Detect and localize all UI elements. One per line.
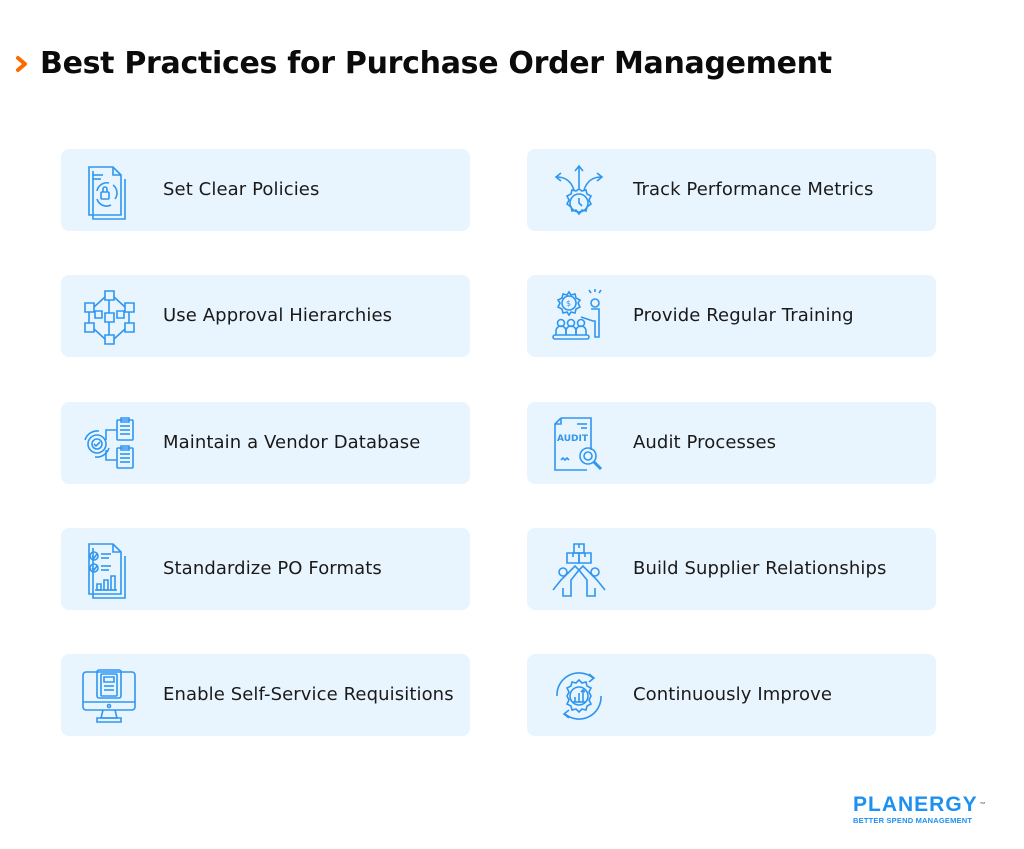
practice-card-standardize-po-formats: Standardize PO Formats (61, 528, 470, 610)
practice-card-audit-processes: AUDIT Audit Processes (527, 402, 936, 484)
practice-label: Provide Regular Training (633, 305, 854, 326)
practice-card-provide-regular-training: $ Provide Regular Training (527, 275, 936, 357)
practice-label: Audit Processes (633, 432, 777, 453)
svg-text:AUDIT: AUDIT (557, 434, 589, 444)
practice-card-maintain-vendor-database: Maintain a Vendor Database (61, 402, 470, 484)
practice-label: Continuously Improve (633, 684, 833, 705)
audit-document-magnifier-icon: AUDIT (549, 414, 609, 474)
page-title: Best Practices for Purchase Order Manage… (40, 46, 832, 81)
practice-label: Standardize PO Formats (163, 558, 382, 579)
practice-card-enable-self-service: Enable Self-Service Requisitions (61, 654, 470, 736)
practice-label: Use Approval Hierarchies (163, 305, 393, 326)
practice-label: Maintain a Vendor Database (163, 432, 421, 453)
supplier-handshake-boxes-icon (549, 540, 609, 600)
practice-label: Enable Self-Service Requisitions (163, 684, 454, 705)
practice-card-build-supplier-relationships: Build Supplier Relationships (527, 528, 936, 610)
gear-clock-arrows-icon (549, 161, 609, 221)
chevron-right-icon (14, 52, 32, 76)
header: Best Practices for Purchase Order Manage… (14, 46, 832, 81)
practice-card-track-performance-metrics: Track Performance Metrics (527, 149, 936, 231)
practice-card-continuously-improve: Continuously Improve (527, 654, 936, 736)
practice-label: Set Clear Policies (163, 179, 320, 200)
policy-document-lock-icon (79, 161, 139, 221)
logo-trademark: ™ (979, 802, 987, 808)
practice-label: Track Performance Metrics (633, 179, 874, 200)
logo-tagline: BETTER SPEND MANAGEMENT (853, 816, 973, 825)
logo-name: PLANERGY (853, 793, 978, 816)
practice-label: Build Supplier Relationships (633, 558, 887, 579)
document-checklist-chart-icon (79, 540, 139, 600)
vendor-database-gear-clipboard-icon (79, 414, 139, 474)
computer-calculator-icon (79, 666, 139, 726)
gear-cycle-growth-icon (549, 666, 609, 726)
svg-text:$: $ (566, 299, 571, 308)
practice-card-set-clear-policies: Set Clear Policies (61, 149, 470, 231)
training-presenter-icon: $ (549, 287, 609, 347)
hierarchy-cubes-icon (79, 287, 139, 347)
practice-card-use-approval-hierarchies: Use Approval Hierarchies (61, 275, 470, 357)
